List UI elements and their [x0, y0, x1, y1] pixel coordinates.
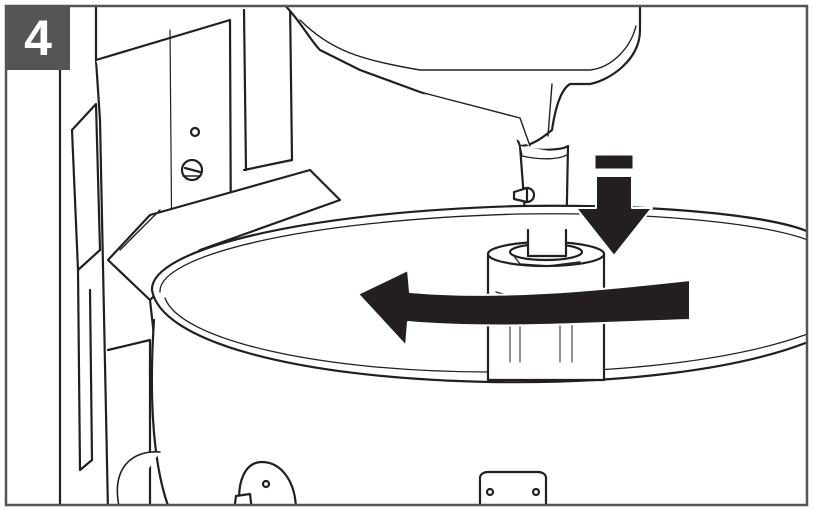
step-number-badge: 4: [6, 6, 70, 70]
beater-shaft-lower: [526, 228, 568, 258]
rotate-counterclockwise-arrow: [357, 269, 691, 347]
push-down-arrow: [575, 155, 653, 257]
mixing-bowl: [116, 204, 807, 505]
panel-border: [4, 4, 809, 507]
mixer-head: [284, 6, 642, 148]
